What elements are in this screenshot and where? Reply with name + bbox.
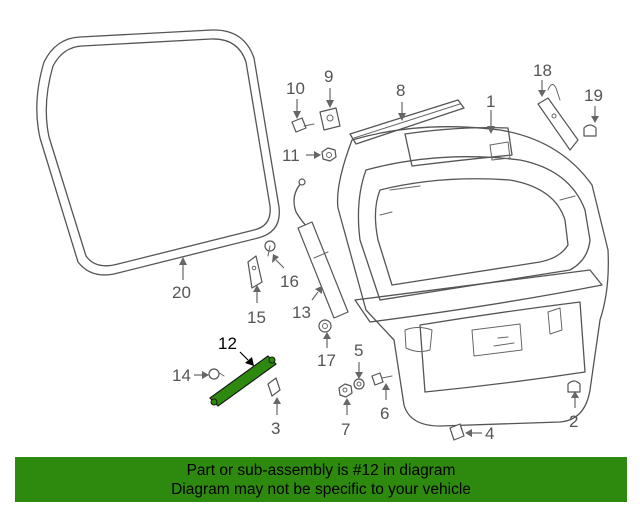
part-2-bumper: [567, 380, 581, 393]
part-10-bolt: [291, 117, 315, 133]
label-5: 5: [354, 341, 363, 360]
label-6-group: 6: [380, 383, 390, 423]
parts-diagram-svg: 20 1 8 9: [36, 29, 609, 443]
label-3: 3: [271, 419, 280, 438]
label-20: 20: [172, 283, 191, 302]
label-15-group: 15: [247, 285, 266, 327]
label-12: 12: [218, 334, 237, 353]
info-banner: Part or sub-assembly is #12 in diagram D…: [15, 457, 627, 502]
part-14-clip: [208, 368, 225, 380]
part-15-hinge: [247, 255, 263, 289]
part-6-bolt: [371, 372, 393, 386]
label-1: 1: [486, 92, 495, 111]
label-17: 17: [317, 351, 336, 370]
label-18-group: 18: [533, 61, 552, 97]
part-13-strut: [293, 178, 349, 319]
part-5-washer: [353, 378, 365, 390]
label-6: 6: [380, 404, 389, 423]
label-9: 9: [324, 67, 333, 86]
label-18: 18: [533, 61, 552, 80]
label-8: 8: [396, 81, 405, 100]
label-9-group: 9: [324, 67, 334, 108]
label-3-group: 3: [271, 397, 281, 438]
label-13-group: 13: [292, 286, 322, 322]
part-12-strut-highlighted: [209, 355, 277, 407]
part-3-damper: [267, 377, 281, 397]
banner-line-1: Part or sub-assembly is #12 in diagram: [186, 462, 456, 479]
label-8-group: 8: [396, 81, 406, 121]
label-4-group: 4: [465, 424, 494, 443]
label-14-group: 14: [172, 366, 209, 385]
label-13: 13: [292, 303, 311, 322]
part-18-bracket: [537, 84, 579, 151]
parts-diagram: 20 1 8 9: [36, 29, 609, 443]
label-11-group: 11: [282, 146, 321, 165]
label-1-group: 1: [486, 92, 495, 134]
label-16-group: 16: [272, 254, 299, 291]
label-10-group: 10: [286, 79, 305, 119]
label-15: 15: [247, 308, 266, 327]
part-20-weatherstrip: [36, 29, 280, 276]
label-17-group: 17: [317, 332, 336, 370]
label-10: 10: [286, 79, 305, 98]
label-20-group: 20: [172, 257, 191, 302]
label-19: 19: [584, 86, 603, 105]
label-11: 11: [282, 146, 300, 165]
part-4-bumper: [449, 423, 465, 441]
part-7-nut: [338, 383, 353, 398]
part-11-nut: [321, 147, 337, 162]
part-1-liftgate: [336, 126, 609, 427]
label-4: 4: [485, 424, 494, 443]
part-19-grommet: [583, 124, 597, 137]
label-7: 7: [341, 420, 350, 439]
label-5-group: 5: [354, 341, 363, 379]
label-14: 14: [172, 366, 191, 385]
banner-line-2: Diagram may not be specific to your vehi…: [171, 481, 471, 498]
label-12-group: 12: [218, 334, 254, 366]
label-16: 16: [280, 272, 299, 291]
part-9-clip: [319, 107, 341, 131]
part-8-spoiler: [349, 99, 465, 145]
label-19-group: 19: [584, 86, 603, 123]
part-16-screw: [264, 240, 276, 257]
part-17-washer: [318, 319, 332, 333]
label-2: 2: [569, 412, 578, 431]
label-7-group: 7: [341, 398, 351, 439]
label-2-group: 2: [569, 391, 579, 431]
